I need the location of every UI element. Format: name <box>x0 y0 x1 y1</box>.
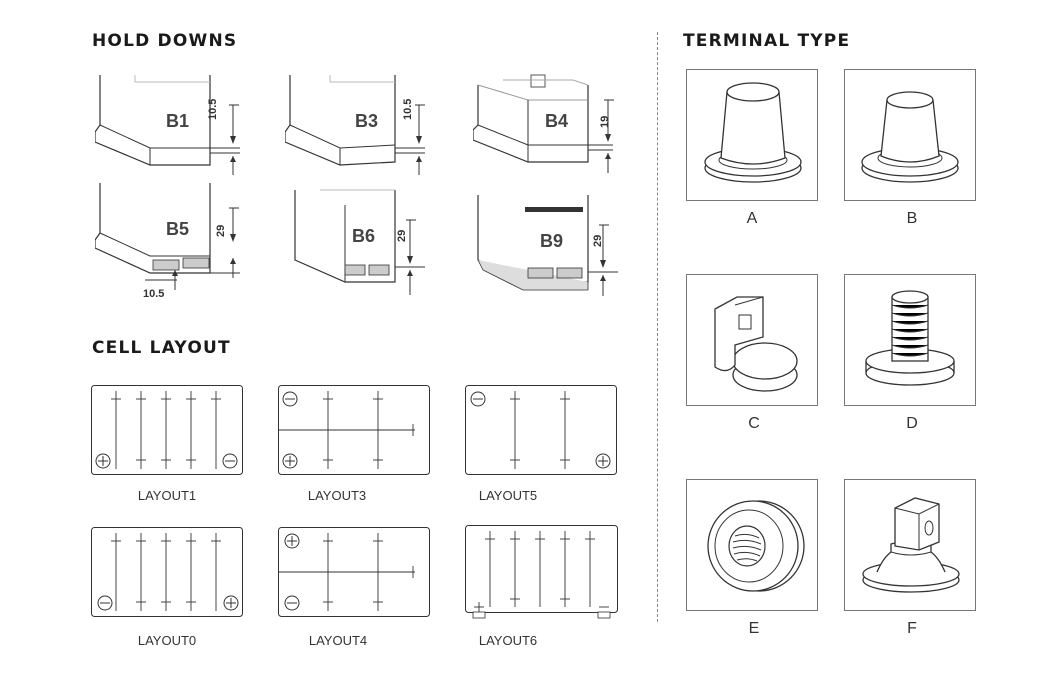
terminal-c <box>686 274 818 406</box>
cell-layout-5-label: LAYOUT5 <box>478 488 538 503</box>
section-divider <box>657 32 658 622</box>
terminal-a <box>686 69 818 201</box>
terminal-f <box>844 479 976 611</box>
terminal-b <box>844 69 976 201</box>
hold-down-b1 <box>95 70 255 180</box>
hold-down-b4 <box>473 70 633 180</box>
terminal-d-label: D <box>906 415 918 432</box>
cell-layout-4 <box>278 527 430 622</box>
cell-layout-3 <box>278 385 430 480</box>
terminal-type-heading: TERMINAL TYPE <box>683 31 851 51</box>
cell-layout-5 <box>465 385 617 480</box>
hold-down-b6 <box>290 185 440 300</box>
hold-down-b1-code: B1 <box>166 111 190 131</box>
cell-layout-1 <box>91 385 243 480</box>
hold-down-b4-code: B4 <box>545 111 569 131</box>
terminal-c-label: C <box>748 415 760 432</box>
hold-downs-heading: HOLD DOWNS <box>92 31 238 51</box>
hold-down-b1-dim: 10.5 <box>207 98 219 120</box>
hold-down-b5-dim: 29 <box>215 224 227 237</box>
hold-down-b9-dim: 29 <box>592 234 604 247</box>
hold-down-b6-code: B6 <box>352 226 376 246</box>
hold-down-b3 <box>285 70 445 180</box>
cell-layout-6 <box>465 525 619 626</box>
hold-down-b5-extra-dim: 10.5 <box>143 288 165 300</box>
terminal-e <box>686 479 818 611</box>
hold-down-b5-code: B5 <box>166 219 190 239</box>
cell-layout-3-label: LAYOUT3 <box>307 488 367 503</box>
terminal-b-label: B <box>906 210 918 227</box>
cell-layout-6-label: LAYOUT6 <box>478 633 538 648</box>
hold-down-b9 <box>473 190 633 305</box>
cell-layout-4-label: LAYOUT4 <box>308 633 368 648</box>
terminal-e-label: E <box>748 620 760 637</box>
hold-down-b3-dim: 10.5 <box>402 98 414 120</box>
hold-down-b6-dim: 29 <box>396 229 408 242</box>
hold-down-b3-code: B3 <box>355 111 379 131</box>
hold-down-b5 <box>95 178 255 298</box>
hold-down-b4-dim: 19 <box>599 115 611 128</box>
hold-down-b9-code: B9 <box>540 231 564 251</box>
terminal-d <box>844 274 976 406</box>
terminal-a-label: A <box>746 210 758 227</box>
cell-layout-1-label: LAYOUT1 <box>137 488 197 503</box>
terminal-f-label: F <box>907 620 917 637</box>
cell-layout-heading: CELL LAYOUT <box>92 338 231 358</box>
cell-layout-0-label: LAYOUT0 <box>137 633 197 648</box>
cell-layout-0 <box>91 527 243 622</box>
